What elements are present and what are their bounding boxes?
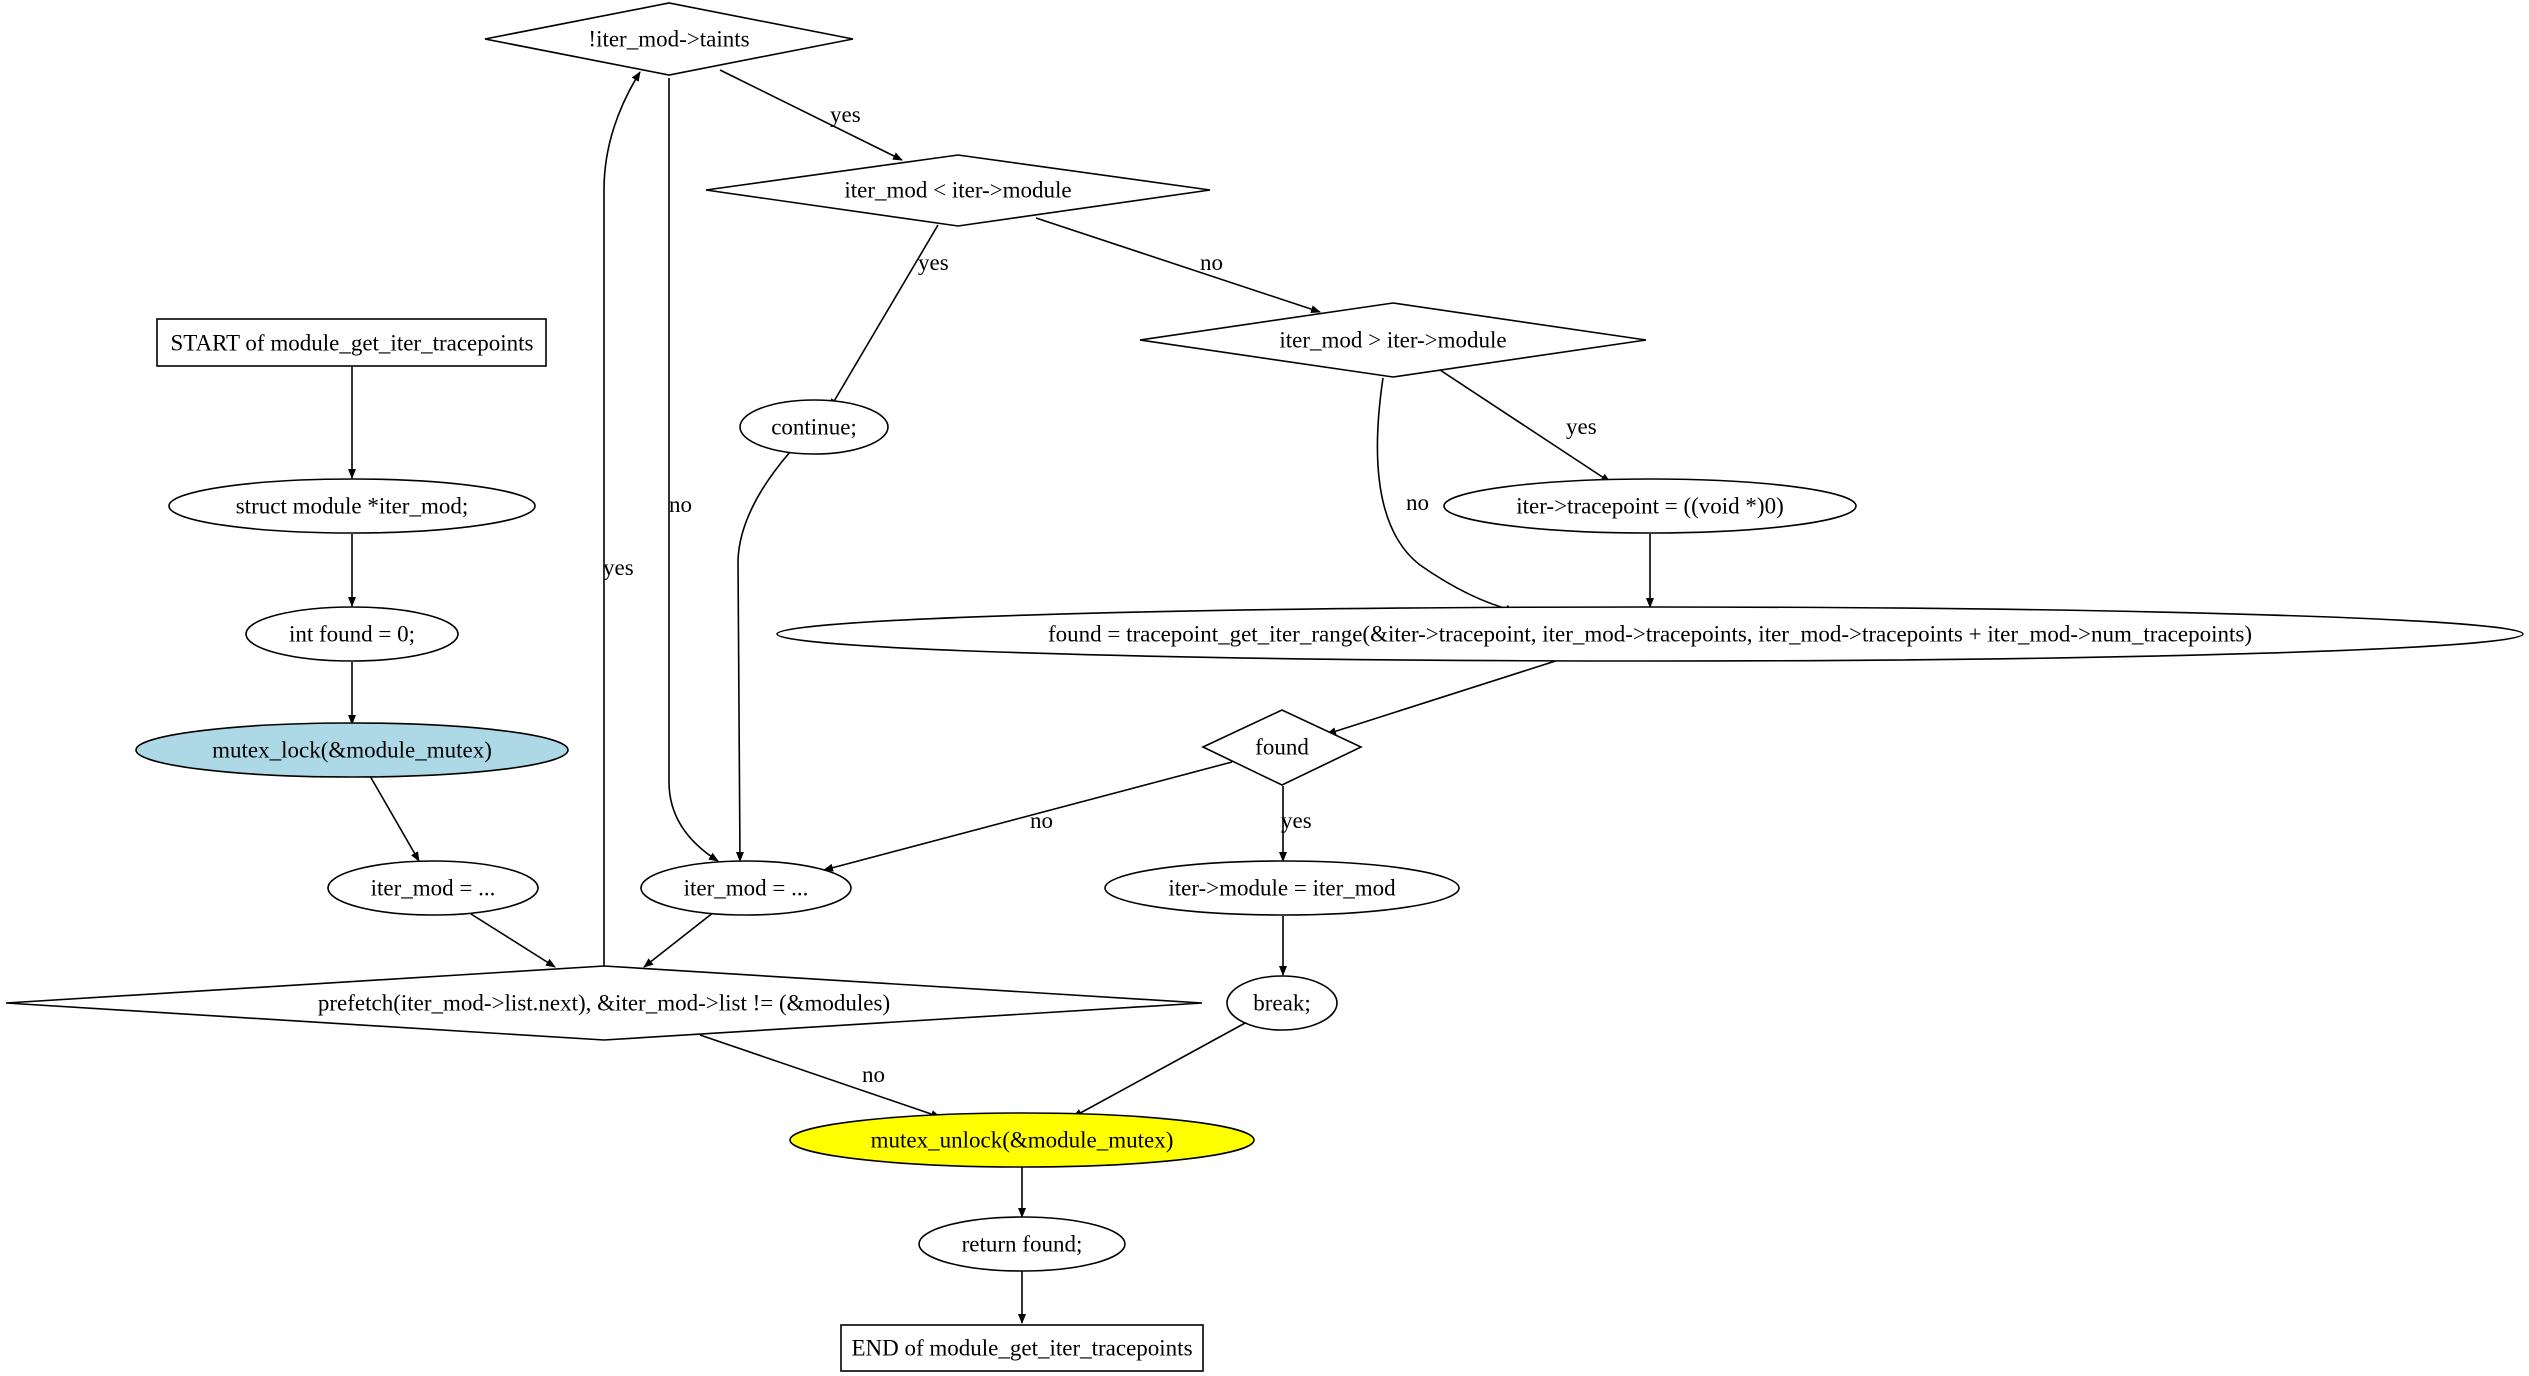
node-loop-cond: prefetch(iter_mod->list.next), &iter_mod… <box>5 965 1203 1041</box>
node-lock: mutex_lock(&module_mutex) <box>135 722 569 778</box>
edge-lt-to-gt <box>1035 217 1321 313</box>
node-iter-init-label: iter_mod = ... <box>371 876 496 901</box>
edge-label-found-no: no <box>1030 808 1053 833</box>
node-break: break; <box>1226 975 1338 1031</box>
node-gt: iter_mod > iter->module <box>1139 302 1647 378</box>
edge-label-gt-yes: yes <box>1566 414 1597 439</box>
edge-label-loop-no: no <box>862 1062 885 1087</box>
node-unlock: mutex_unlock(&module_mutex) <box>789 1112 1255 1168</box>
edge-loop-cond-to-unlock <box>699 1034 941 1118</box>
node-found-q-label: found <box>1255 735 1309 760</box>
node-iter-next-label: iter_mod = ... <box>684 876 809 901</box>
edge-label-gt-no: no <box>1406 490 1429 515</box>
node-start-label: START of module_get_iter_tracepoints <box>170 331 533 356</box>
node-taints: !iter_mod->taints <box>484 2 854 76</box>
edge-label-loop-yes: yes <box>603 555 634 580</box>
node-iter-init: iter_mod = ... <box>327 860 539 916</box>
node-tp-null: iter->tracepoint = ((void *)0) <box>1443 478 1857 534</box>
node-found-q: found <box>1201 709 1363 786</box>
node-continue: continue; <box>739 399 889 455</box>
node-lt-label: iter_mod < iter->module <box>844 178 1071 203</box>
edge-loop-cond-to-taints <box>603 71 641 966</box>
edge-lt-to-cont <box>829 224 939 409</box>
node-lt: iter_mod < iter->module <box>705 154 1211 227</box>
node-found-init: int found = 0; <box>245 606 459 662</box>
node-start: START of module_get_iter_tracepoints <box>156 318 547 367</box>
node-return-label: return found; <box>962 1232 1083 1257</box>
node-tp-null-label: iter->tracepoint = ((void *)0) <box>1516 494 1784 519</box>
node-lock-label: mutex_lock(&module_mutex) <box>212 738 492 763</box>
node-found-init-label: int found = 0; <box>289 622 415 647</box>
node-continue-label: continue; <box>771 415 857 440</box>
node-return: return found; <box>918 1216 1126 1272</box>
node-iter-next: iter_mod = ... <box>640 860 852 916</box>
edge-cont-to-iter-next <box>735 451 791 862</box>
edge-label-taints-yes: yes <box>830 102 861 127</box>
node-set-module-label: iter->module = iter_mod <box>1168 876 1396 901</box>
edges: yes no yes no yes no yes no no yes <box>348 69 1654 1324</box>
node-unlock-label: mutex_unlock(&module_mutex) <box>871 1128 1174 1153</box>
edge-range-to-found-q <box>1326 657 1566 736</box>
edge-taints-to-iter-next <box>668 78 719 862</box>
node-end-label: END of module_get_iter_tracepoints <box>851 1336 1192 1361</box>
edge-taints-to-lt <box>719 69 903 161</box>
edge-gt-to-range <box>1376 377 1516 613</box>
node-break-label: break; <box>1253 991 1310 1016</box>
node-range: found = tracepoint_get_iter_range(&iter-… <box>776 606 2524 662</box>
node-set-module: iter->module = iter_mod <box>1104 860 1460 916</box>
edge-iter-next-to-loop-cond <box>643 911 715 968</box>
edge-label-lt-no: no <box>1200 250 1223 275</box>
edge-label-found-yes: yes <box>1281 808 1312 833</box>
node-loop-cond-label: prefetch(iter_mod->list.next), &iter_mod… <box>318 991 890 1016</box>
edge-brk-to-unlock <box>1072 1021 1248 1118</box>
edge-label-lt-yes: yes <box>918 250 949 275</box>
edge-lock-to-iter-init <box>369 775 420 862</box>
node-taints-label: !iter_mod->taints <box>588 27 749 52</box>
node-end: END of module_get_iter_tracepoints <box>840 1324 1204 1372</box>
nodes: START of module_get_iter_tracepoints str… <box>5 2 2524 1372</box>
node-decl-label: struct module *iter_mod; <box>236 494 469 519</box>
edge-gt-to-tp-null <box>1439 369 1611 483</box>
node-range-label: found = tracepoint_get_iter_range(&iter-… <box>1048 622 2252 647</box>
node-gt-label: iter_mod > iter->module <box>1279 328 1506 353</box>
edge-label-taints-no: no <box>669 492 692 517</box>
edge-iter-init-to-loop-cond <box>470 913 556 968</box>
node-decl: struct module *iter_mod; <box>168 478 536 534</box>
edge-found-q-to-iter-next <box>823 761 1233 872</box>
